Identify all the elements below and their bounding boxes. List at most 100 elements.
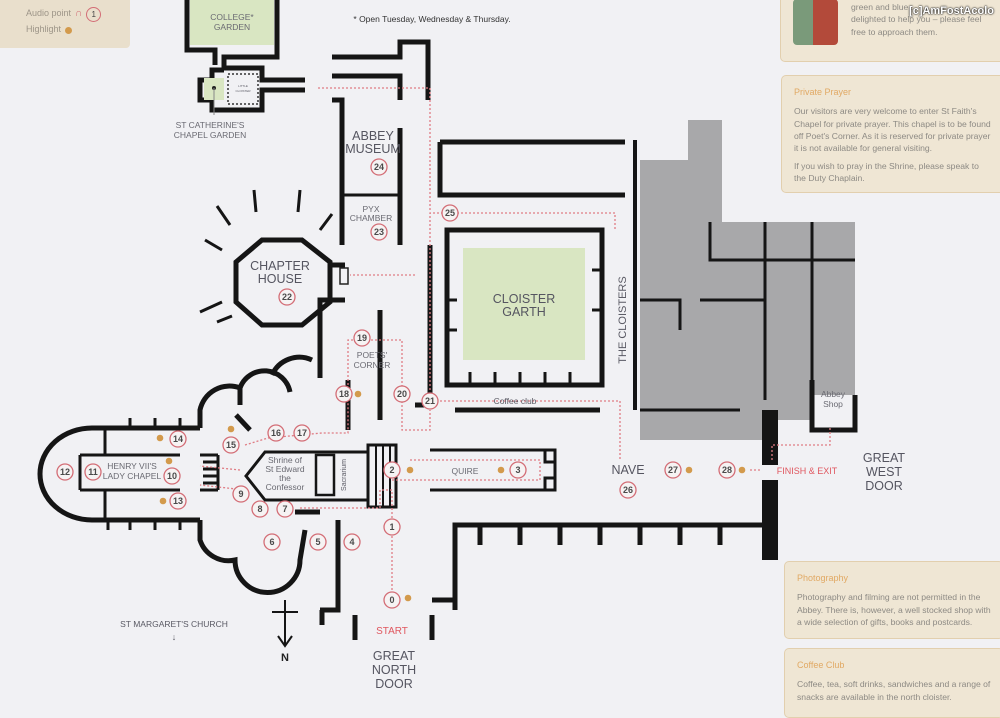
audio-point-10[interactable]: 10 xyxy=(163,467,181,485)
audio-point-22[interactable]: 22 xyxy=(278,288,296,306)
audio-point-ring xyxy=(619,481,637,499)
audio-point-ring xyxy=(278,288,296,306)
audio-point-ring xyxy=(370,223,388,241)
audio-point-number: 15 xyxy=(226,440,236,450)
audio-point-number: 10 xyxy=(167,471,177,481)
college-garden-label: COLLEGE* xyxy=(210,12,254,22)
audio-point-number: 20 xyxy=(397,389,407,399)
audio-point-20[interactable]: 20 xyxy=(393,385,411,403)
audio-point-15[interactable]: 15 xyxy=(222,436,240,454)
nave-walls xyxy=(319,410,778,640)
audio-point-11[interactable]: 11 xyxy=(84,463,102,481)
little-cloister-label: LITTLE xyxy=(238,84,248,88)
little-cloister-and-chapel-garden[interactable] xyxy=(197,57,305,115)
audio-point-number: 9 xyxy=(238,489,243,499)
cloister-garth-label-2: GARTH xyxy=(502,305,546,319)
audio-point-ring xyxy=(232,485,250,503)
audio-point-17[interactable]: 17 xyxy=(293,424,311,442)
stewards-photo xyxy=(793,0,838,45)
st-catherine-label: ST CATHERINE'S xyxy=(176,120,245,130)
highlight-dot xyxy=(354,390,362,398)
audio-point-16[interactable]: 16 xyxy=(267,424,285,442)
chapter-house-label: CHAPTER xyxy=(250,259,310,273)
audio-point-ring xyxy=(343,533,361,551)
audio-point-ring xyxy=(335,385,353,403)
audio-point-25[interactable]: 25 xyxy=(441,204,459,222)
highlight-dot xyxy=(227,425,235,433)
henry-vii-lady-chapel[interactable] xyxy=(37,418,220,530)
st-catherine-label-2: CHAPEL GARDEN xyxy=(174,130,246,140)
audio-point-number: 17 xyxy=(297,428,307,438)
photography-box: Photography Photography and filming are … xyxy=(784,561,1000,639)
nave-label: NAVE xyxy=(611,463,644,477)
audio-point-7[interactable]: 7 xyxy=(276,500,294,518)
abbey-museum-building[interactable] xyxy=(332,39,625,245)
stewards-text-3: free to approach them. xyxy=(851,26,938,37)
highlight-dot xyxy=(156,434,164,442)
audio-point-number: 5 xyxy=(315,537,320,547)
audio-point-26[interactable]: 26 xyxy=(619,481,637,499)
poets-corner-label: POETS' xyxy=(357,350,388,360)
audio-point-0[interactable]: 0 xyxy=(383,591,401,609)
audio-point-23[interactable]: 23 xyxy=(370,223,388,241)
audio-point-number: 23 xyxy=(374,227,384,237)
audio-point-number: 11 xyxy=(88,467,98,477)
audio-point-14[interactable]: 14 xyxy=(169,430,187,448)
north-arrow: N xyxy=(272,600,298,664)
audio-point-8[interactable]: 8 xyxy=(251,500,269,518)
highlight-dots xyxy=(156,390,746,602)
college-garden[interactable] xyxy=(184,0,280,65)
shrine-label-3: the xyxy=(279,473,291,483)
audio-point-number: 0 xyxy=(389,595,394,605)
legend-highlight-label: Highlight xyxy=(26,24,62,35)
audio-point-2[interactable]: 2 xyxy=(383,461,401,479)
audio-point-13[interactable]: 13 xyxy=(169,492,187,510)
abbey-shop-label-2: Shop xyxy=(823,399,843,409)
audio-point-6[interactable]: 6 xyxy=(263,533,281,551)
sacrarium-label: Sacrarium xyxy=(341,459,348,491)
audio-point-ring xyxy=(441,204,459,222)
coffee-club-box: Coffee Club Coffee, tea, soft drinks, sa… xyxy=(784,648,1000,718)
audio-point-5[interactable]: 5 xyxy=(309,533,327,551)
chapter-house[interactable] xyxy=(199,189,349,328)
abbey-shop[interactable] xyxy=(809,380,858,433)
photography-title: Photography xyxy=(797,573,849,583)
north-label: N xyxy=(281,652,289,664)
audio-point-19[interactable]: 19 xyxy=(353,329,371,347)
audio-point-12[interactable]: 12 xyxy=(56,463,74,481)
audio-point-number: 22 xyxy=(282,292,292,302)
audio-point-number: 14 xyxy=(173,434,183,444)
cloister[interactable] xyxy=(415,140,637,413)
lady-chapel-label-2: LADY CHAPEL xyxy=(103,471,162,481)
little-cloister-label-2: CLOISTER xyxy=(235,89,251,93)
st-margarets-label: ST MARGARET'S CHURCH xyxy=(120,619,228,629)
start-label: START xyxy=(376,626,408,637)
private-prayer-text-2: If you wish to pray in the Shrine, pleas… xyxy=(794,160,979,184)
audio-point-9[interactable]: 9 xyxy=(232,485,250,503)
audio-point-3[interactable]: 3 xyxy=(509,461,527,479)
west-door-label-2: WEST xyxy=(866,465,902,479)
private-prayer-text-1: Our visitors are very welcome to enter S… xyxy=(794,106,991,154)
audio-point-ring xyxy=(383,591,401,609)
audio-point-18[interactable]: 18 xyxy=(335,385,353,403)
coffee-club-text: Coffee, tea, soft drinks, sandwiches and… xyxy=(797,679,991,702)
college-garden-label-2: GARDEN xyxy=(214,22,250,32)
audio-point-ring xyxy=(421,392,439,410)
quire[interactable] xyxy=(430,448,557,492)
stewards-text-1: green and blue ... xyxy=(851,2,918,12)
audio-point-1[interactable]: 1 xyxy=(383,518,401,536)
poets-corner-label-2: CORNER xyxy=(354,360,391,370)
north-door-label: GREAT xyxy=(373,649,415,663)
audio-point-27[interactable]: 27 xyxy=(664,461,682,479)
private-prayer-title: Private Prayer xyxy=(794,87,852,97)
audio-point-24[interactable]: 24 xyxy=(370,158,388,176)
lady-chapel-label: HENRY VII'S xyxy=(107,461,157,471)
audio-point-28[interactable]: 28 xyxy=(718,461,736,479)
audio-point-21[interactable]: 21 xyxy=(421,392,439,410)
the-cloisters-label: THE CLOISTERS xyxy=(617,276,629,363)
audio-point-4[interactable]: 4 xyxy=(343,533,361,551)
coffee-club-label: Coffee club xyxy=(494,396,537,406)
audio-point-number: 21 xyxy=(425,396,435,406)
highlight-dot xyxy=(497,466,505,474)
